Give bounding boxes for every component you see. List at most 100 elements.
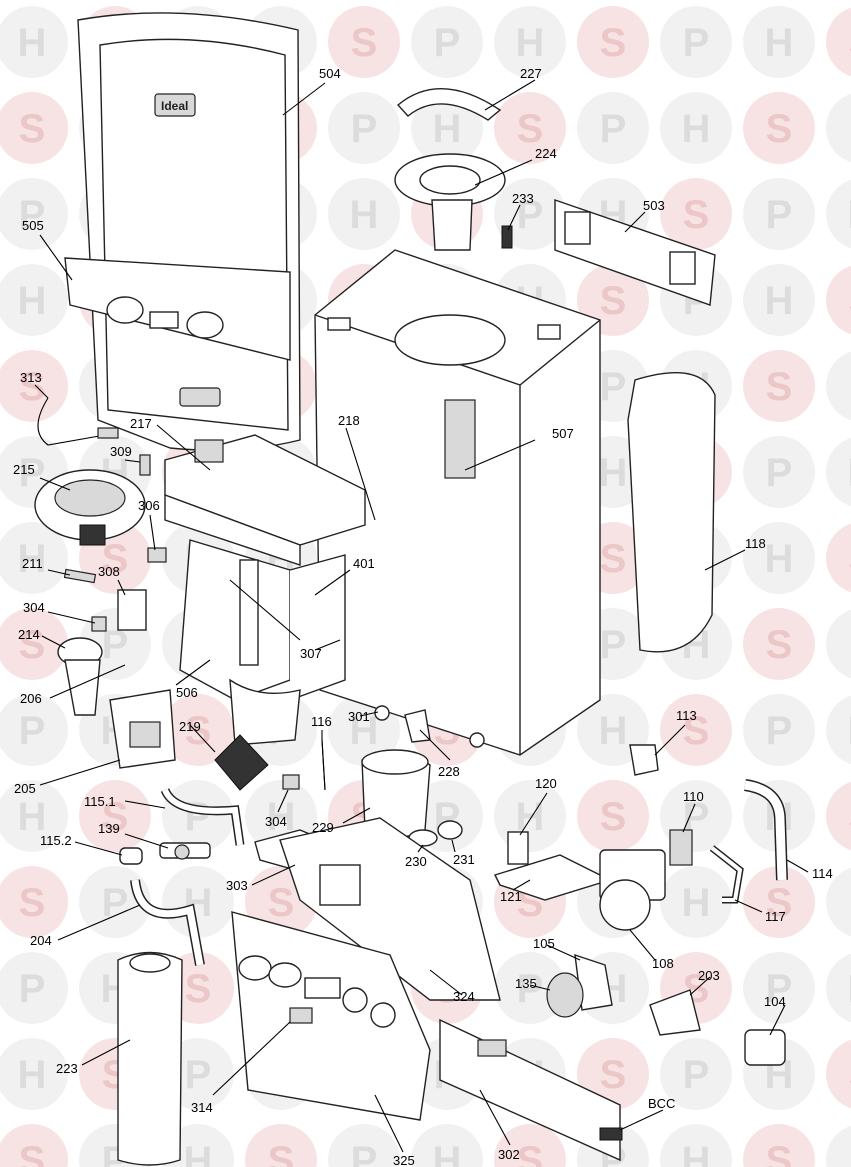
- watermark-letter: S: [849, 795, 851, 839]
- callout-325[interactable]: 325: [393, 1153, 415, 1167]
- callout-108[interactable]: 108: [652, 956, 674, 971]
- callout-503[interactable]: 503: [643, 198, 665, 213]
- part-116-pipe[interactable]: [321, 739, 326, 791]
- callout-204[interactable]: 204: [30, 933, 52, 948]
- callout-505[interactable]: 505: [22, 218, 44, 233]
- callout-120[interactable]: 120: [535, 776, 557, 791]
- callout-227[interactable]: 227: [520, 66, 542, 81]
- part-302-pcb[interactable]: [439, 1018, 621, 1162]
- part-104-valve[interactable]: [744, 1029, 786, 1066]
- callout-306[interactable]: 306: [138, 498, 160, 513]
- callout-135[interactable]: 135: [515, 976, 537, 991]
- callout-314[interactable]: 314: [191, 1100, 213, 1115]
- watermark-circle: [826, 953, 851, 1023]
- part-clip-right[interactable]: [469, 732, 485, 748]
- watermark-circle: [660, 1038, 732, 1110]
- callout-bcc[interactable]: BCC: [648, 1096, 675, 1111]
- callout-105[interactable]: 105: [533, 936, 555, 951]
- part-304-clip-b[interactable]: [282, 774, 300, 790]
- part-308-spark-generator[interactable]: [117, 589, 147, 631]
- part-113-prv[interactable]: [629, 744, 659, 776]
- callout-313[interactable]: 313: [20, 370, 42, 385]
- callout-1152[interactable]: 115.2: [40, 833, 72, 848]
- part-chassis[interactable]: [314, 249, 601, 756]
- callout-229[interactable]: 229: [312, 820, 334, 835]
- part-313-lead[interactable]: [37, 397, 119, 446]
- callout-228[interactable]: 228: [438, 764, 460, 779]
- callout-206[interactable]: 206: [20, 691, 42, 706]
- part-118-expansion-vessel[interactable]: [627, 372, 716, 653]
- watermark-circle: [826, 265, 851, 335]
- callout-223[interactable]: 223: [56, 1061, 78, 1076]
- callout-211[interactable]: 211: [22, 556, 43, 571]
- callout-231[interactable]: 231: [453, 852, 475, 867]
- callout-304-a[interactable]: 304: [23, 600, 45, 615]
- part-223-cover[interactable]: [117, 951, 183, 1166]
- callout-301[interactable]: 301: [348, 709, 370, 724]
- callout-205[interactable]: 205: [14, 781, 36, 796]
- part-504-front-casing[interactable]: Ideal: [77, 12, 301, 451]
- part-bcc-card[interactable]: [599, 1127, 623, 1141]
- callout-304-b[interactable]: 304: [265, 814, 287, 829]
- part-204-pipe[interactable]: [130, 879, 205, 966]
- callout-1151[interactable]: 115.1: [84, 794, 116, 809]
- part-228-connector[interactable]: [404, 709, 431, 743]
- part-306-ignition-lead[interactable]: [147, 547, 167, 563]
- part-219-trap[interactable]: [214, 734, 269, 791]
- callout-308[interactable]: 308: [98, 564, 120, 579]
- callout-302[interactable]: 302: [498, 1147, 520, 1162]
- part-324-control-housing[interactable]: [279, 817, 501, 1001]
- part-217-heat-exchanger[interactable]: [164, 434, 366, 566]
- part-1151-pipe[interactable]: [160, 787, 245, 846]
- watermark-letter: P: [849, 623, 851, 667]
- part-1152-fitting[interactable]: [119, 847, 143, 865]
- callout-506[interactable]: 506: [176, 685, 198, 700]
- callout-504[interactable]: 504: [319, 66, 341, 81]
- part-309-electrode[interactable]: [139, 454, 151, 476]
- part-325-fascia[interactable]: [231, 911, 431, 1121]
- part-503-wall-bracket[interactable]: [554, 199, 716, 306]
- part-135-motor[interactable]: [546, 972, 584, 1018]
- callout-401[interactable]: 401: [353, 556, 375, 571]
- callout-110[interactable]: 110: [683, 789, 704, 804]
- callout-114[interactable]: 114: [812, 866, 833, 881]
- part-505-control-bezel[interactable]: [64, 257, 291, 361]
- callout-139[interactable]: 139: [98, 821, 120, 836]
- part-203-valve[interactable]: [649, 989, 701, 1036]
- callout-309[interactable]: 309: [110, 444, 132, 459]
- part-139-filter[interactable]: [159, 842, 211, 860]
- part-301-clip[interactable]: [374, 705, 390, 721]
- callout-214[interactable]: 214: [18, 627, 40, 642]
- part-304-clip-a[interactable]: [91, 616, 107, 632]
- callout-307[interactable]: 307: [300, 646, 322, 661]
- callout-118[interactable]: 118: [745, 536, 766, 551]
- part-224-flue-adaptor[interactable]: [394, 153, 506, 251]
- callout-324[interactable]: 324: [453, 989, 475, 1004]
- part-heat-exchanger-body[interactable]: [179, 539, 346, 746]
- part-231-ring[interactable]: [437, 820, 463, 840]
- part-114-pipe[interactable]: [743, 779, 788, 881]
- callout-215[interactable]: 215: [13, 462, 35, 477]
- callout-233[interactable]: 233: [512, 191, 534, 206]
- part-121-manifold[interactable]: [494, 831, 612, 901]
- part-108-pump[interactable]: [599, 829, 693, 931]
- callout-116[interactable]: 116: [311, 714, 332, 729]
- callout-218[interactable]: 218: [338, 413, 360, 428]
- callout-219[interactable]: 219: [179, 719, 201, 734]
- part-233-clip[interactable]: [501, 225, 513, 249]
- callout-203[interactable]: 203: [698, 968, 720, 983]
- callout-117[interactable]: 117: [765, 909, 786, 924]
- callout-230[interactable]: 230: [405, 854, 427, 869]
- part-229-syphon[interactable]: [361, 749, 431, 839]
- callout-104[interactable]: 104: [764, 994, 786, 1009]
- part-117-pipe[interactable]: [709, 845, 744, 904]
- callout-217[interactable]: 217: [130, 416, 152, 431]
- part-205-gas-valve[interactable]: [109, 689, 176, 769]
- callout-507[interactable]: 507: [552, 426, 574, 441]
- callout-224[interactable]: 224: [535, 146, 557, 161]
- callout-303[interactable]: 303: [226, 878, 248, 893]
- callout-121[interactable]: 121: [500, 889, 522, 904]
- part-214-venturi[interactable]: [57, 637, 103, 716]
- callout-113[interactable]: 113: [676, 708, 697, 723]
- part-227-burner-gasket[interactable]: [396, 87, 502, 121]
